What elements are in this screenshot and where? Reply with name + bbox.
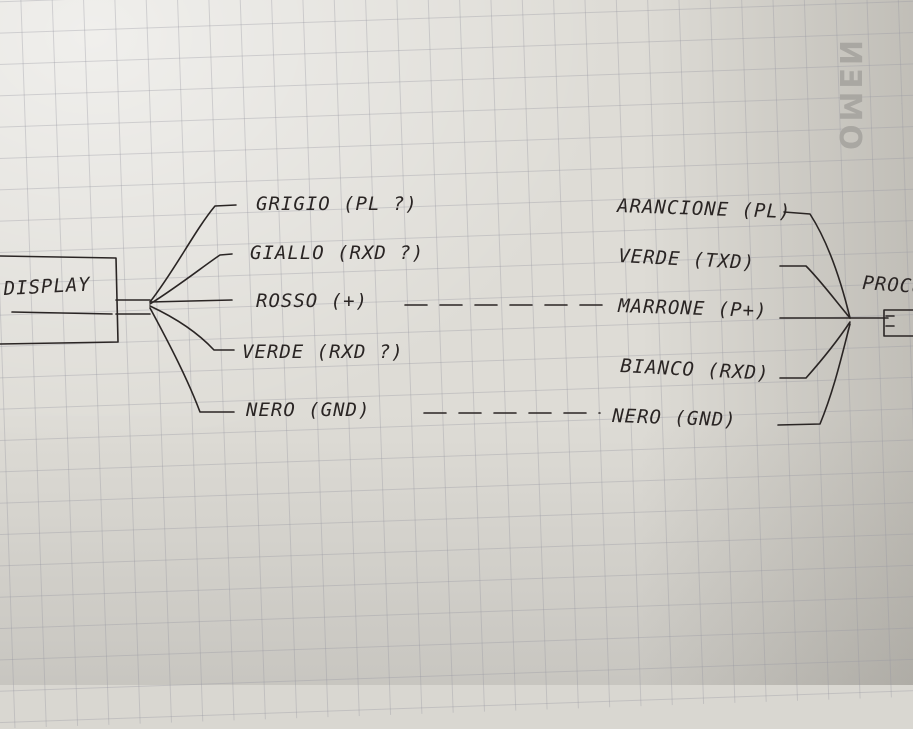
- left-wire-label-2: GIALLO (RXD ?): [250, 242, 424, 264]
- wire-left-1: [149, 204, 237, 303]
- wire-right-2: [779, 265, 851, 319]
- right-wire-label-5: NERO (GND): [611, 405, 737, 431]
- procu-outline: [883, 309, 913, 337]
- display-outline: [0, 255, 119, 345]
- left-wire-label-5: NERO (GND): [245, 399, 370, 421]
- left-wire-label-4: VERDE (RXD ?): [242, 341, 404, 363]
- procu-connector: [885, 315, 895, 327]
- right-wire-label-2: VERDE (TXD): [618, 245, 756, 274]
- display-box: [0, 255, 151, 345]
- left-wire-label-1: GRIGIO (PL ?): [256, 193, 418, 215]
- procu-label: PROCU: [862, 272, 913, 298]
- right-wire-label-4: BIANCO (RXD): [620, 355, 770, 385]
- wire-right-4: [779, 321, 851, 379]
- procu-box: [849, 309, 913, 337]
- wire-right-1: [783, 211, 851, 319]
- notebook-paper: [0, 0, 913, 685]
- wire-left-5: [149, 307, 235, 413]
- wire-left-2: [149, 253, 233, 305]
- wire-left-3: [149, 299, 233, 303]
- wire-right-5: [777, 323, 851, 426]
- watermark-text: OMEN: [832, 37, 867, 150]
- display-line: [11, 311, 113, 315]
- right-wire-label-3: MARRONE (P+): [617, 295, 768, 322]
- wire-left-4: [149, 305, 235, 351]
- right-wire-label-1: ARANCIONE (PL): [616, 195, 792, 223]
- left-wire-label-3: ROSSO (+): [256, 290, 368, 312]
- display-connector: [115, 299, 151, 315]
- wiring-diagram: OMEN DISPLAY GRIGIO (PL ?) GIALLO (RXD ?…: [0, 37, 913, 431]
- left-fanout: [149, 204, 237, 413]
- right-fanin: [777, 211, 851, 426]
- display-label: DISPLAY: [2, 273, 92, 300]
